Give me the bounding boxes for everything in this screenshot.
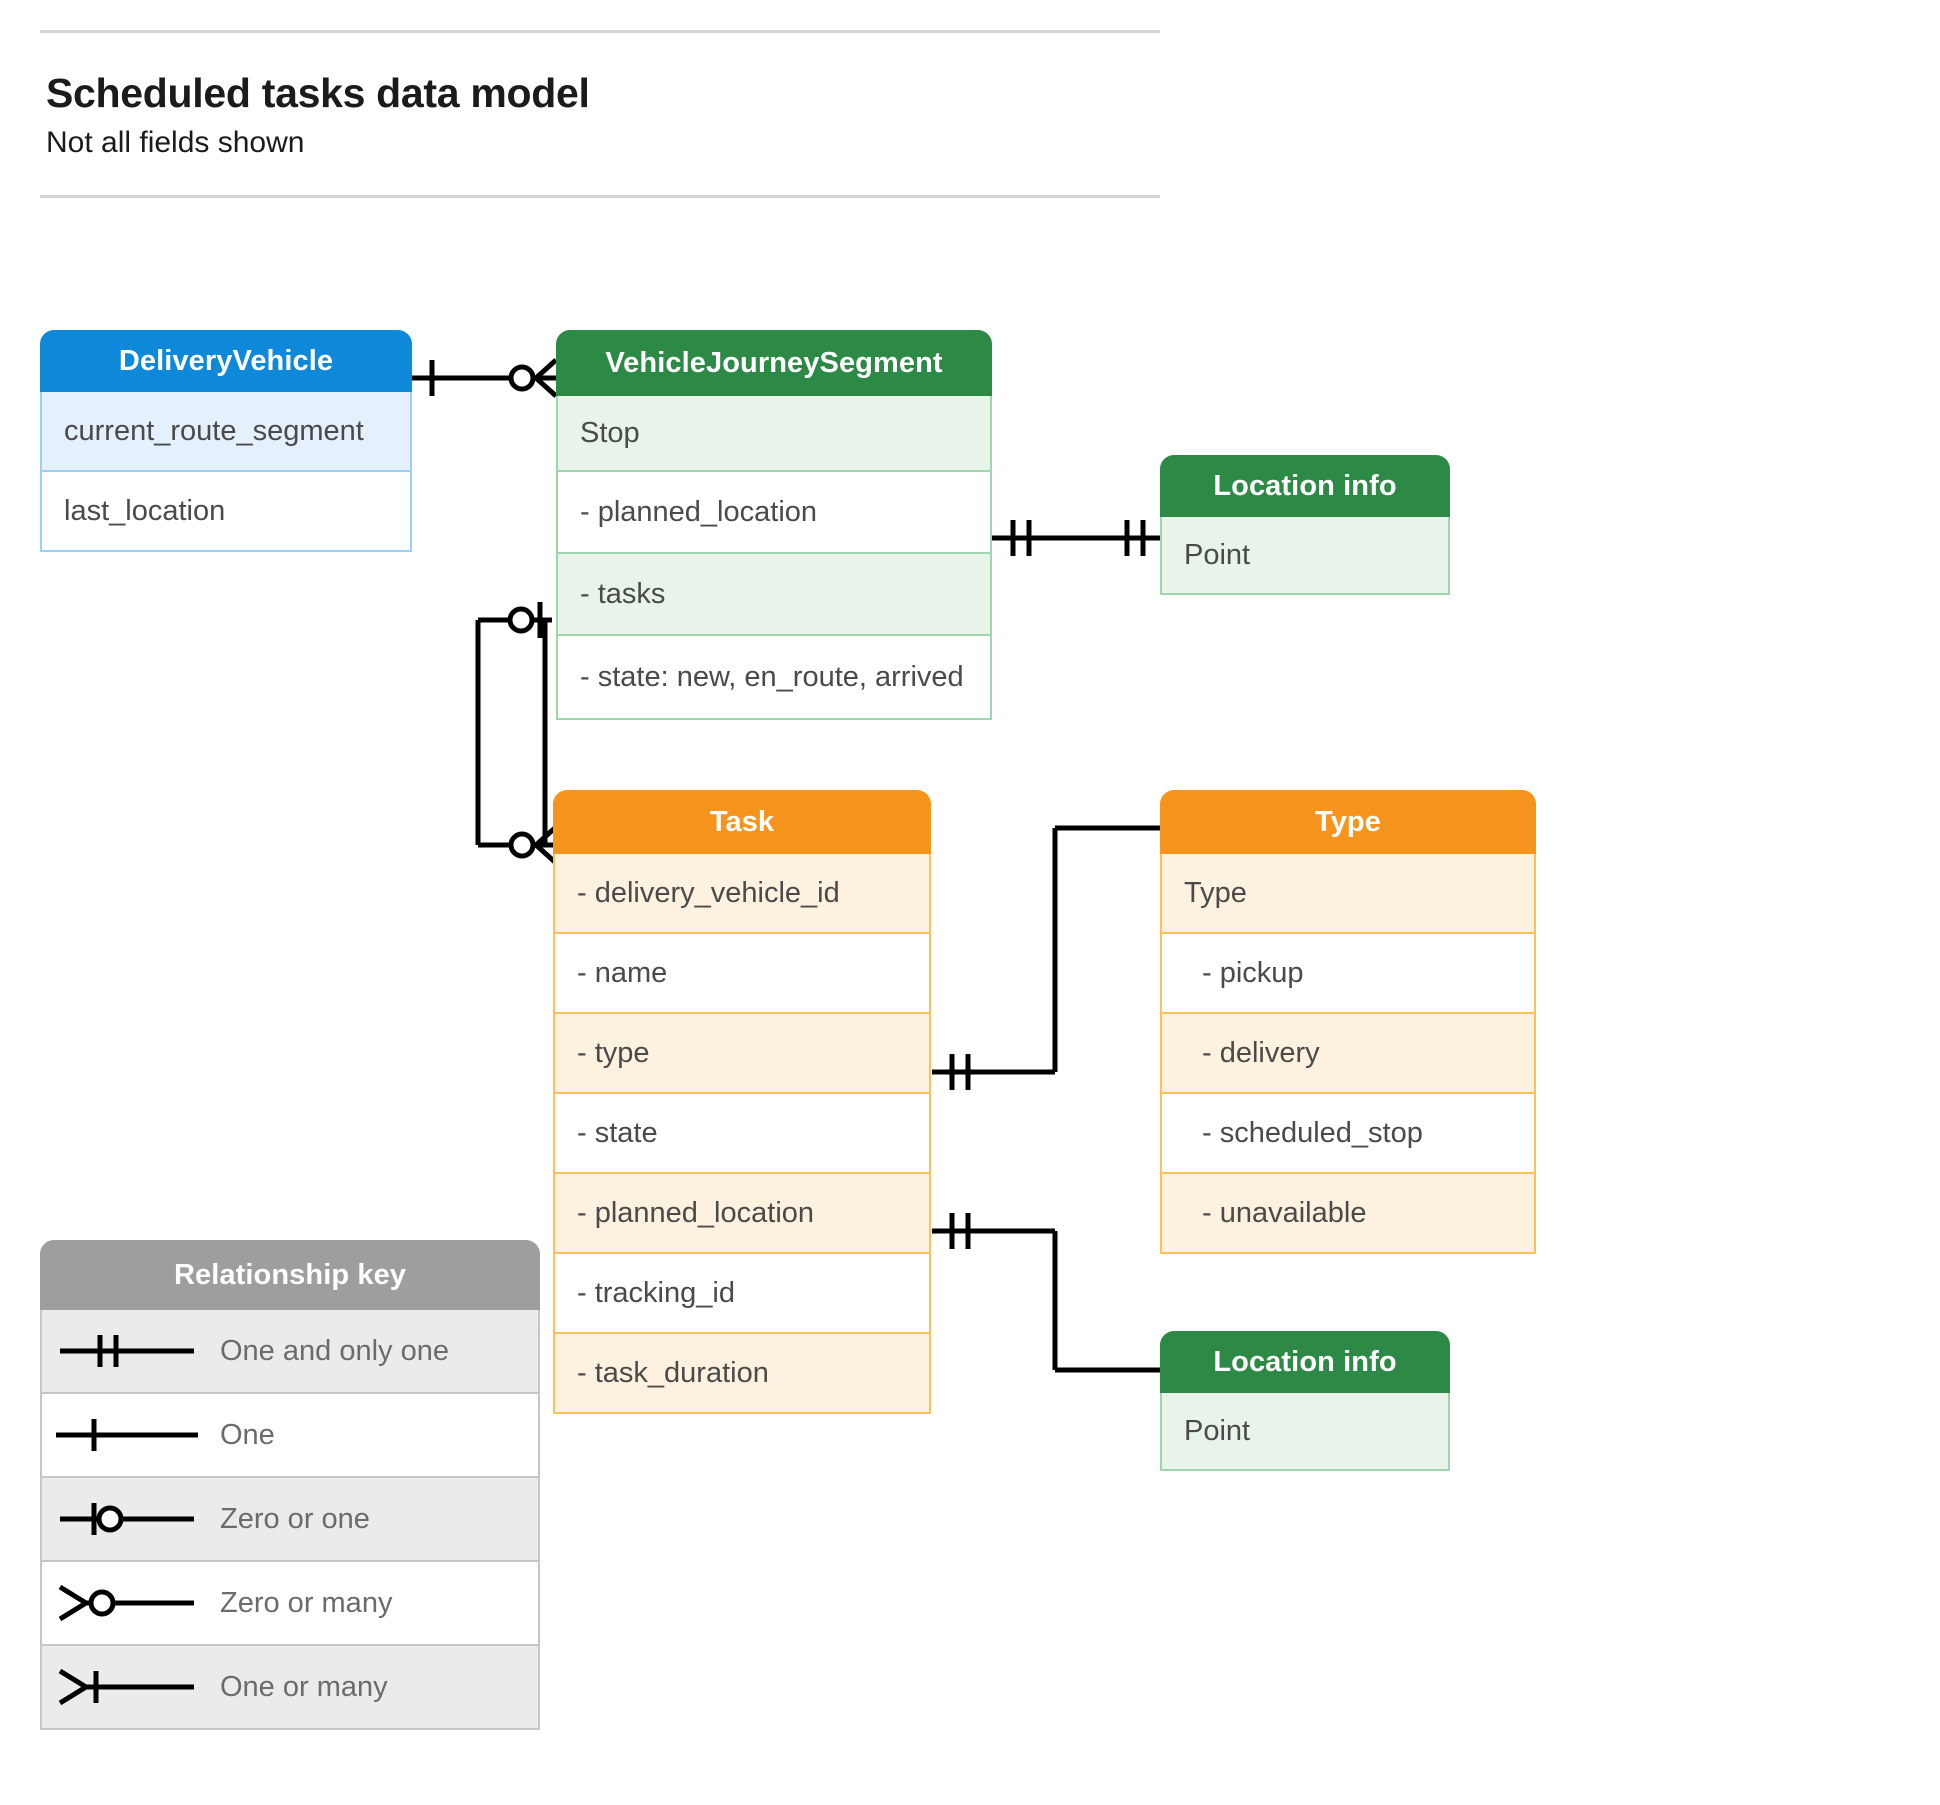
zero-or-many-icon xyxy=(42,1581,212,1625)
header-rule-top xyxy=(40,30,1160,33)
symbol-zeroormany-circle-task xyxy=(508,831,536,859)
entity-location-info-top[interactable]: Location info Point xyxy=(1160,455,1450,595)
legend-row-one: One xyxy=(40,1394,540,1478)
task-row-task-duration: - task_duration xyxy=(553,1334,931,1414)
entity-type[interactable]: Type Type - pickup - delivery - schedule… xyxy=(1160,790,1536,1254)
header-rule-bottom xyxy=(40,195,1160,199)
legend-label-zero-or-many: Zero or many xyxy=(220,1586,393,1619)
delivery-vehicle-row-1: last_location xyxy=(40,472,412,552)
task-row-name: - name xyxy=(553,934,931,1014)
legend-row-one-and-only-one: One and only one xyxy=(40,1310,540,1394)
legend-relationship-key[interactable]: Relationship key One and only one xyxy=(40,1240,540,1730)
vehicle-journey-segment-header: VehicleJourneySegment xyxy=(556,330,992,396)
type-row-unavailable: - unavailable xyxy=(1160,1174,1536,1254)
zero-or-one-icon xyxy=(42,1497,212,1541)
vjs-row-state: - state: new, en_route, arrived xyxy=(556,636,992,720)
one-icon xyxy=(42,1413,212,1457)
page-subtitle: Not all fields shown xyxy=(46,126,305,160)
legend-row-one-or-many: One or many xyxy=(40,1646,540,1730)
legend-row-zero-or-one: Zero or one xyxy=(40,1478,540,1562)
location-info-bottom-header: Location info xyxy=(1160,1331,1450,1393)
location-info-bottom-row-point: Point xyxy=(1160,1393,1450,1471)
entity-vehicle-journey-segment[interactable]: VehicleJourneySegment Stop - planned_loc… xyxy=(556,330,992,720)
location-info-top-header: Location info xyxy=(1160,455,1450,517)
type-row-delivery: - delivery xyxy=(1160,1014,1536,1094)
task-header: Task xyxy=(553,790,931,854)
location-info-top-row-point: Point xyxy=(1160,517,1450,595)
task-row-planned-location: - planned_location xyxy=(553,1174,931,1254)
delivery-vehicle-header: DeliveryVehicle xyxy=(40,330,412,392)
symbol-zeroormany-circle-vjs xyxy=(508,364,536,392)
type-header: Type xyxy=(1160,790,1536,854)
document-header: Scheduled tasks data model Not all field… xyxy=(40,30,1160,199)
page-title: Scheduled tasks data model xyxy=(46,70,590,116)
task-row-type: - type xyxy=(553,1014,931,1094)
type-row-type: Type xyxy=(1160,854,1536,934)
task-row-state: - state xyxy=(553,1094,931,1174)
legend-row-zero-or-many: Zero or many xyxy=(40,1562,540,1646)
legend-label-one: One xyxy=(220,1418,275,1451)
vjs-row-tasks: - tasks xyxy=(556,554,992,636)
entity-location-info-bottom[interactable]: Location info Point xyxy=(1160,1331,1450,1471)
legend-label-one-or-many: One or many xyxy=(220,1670,388,1703)
connector-vjs-tasks-task xyxy=(542,617,548,848)
task-row-tracking-id: - tracking_id xyxy=(553,1254,931,1334)
legend-label-zero-or-one: Zero or one xyxy=(220,1502,370,1535)
one-or-many-icon xyxy=(42,1665,212,1709)
task-row-delivery-vehicle-id: - delivery_vehicle_id xyxy=(553,854,931,934)
legend-label-one-and-only-one: One and only one xyxy=(220,1334,449,1367)
legend-header: Relationship key xyxy=(40,1240,540,1310)
type-row-pickup: - pickup xyxy=(1160,934,1536,1014)
vjs-row-planned-location: - planned_location xyxy=(556,472,992,554)
entity-delivery-vehicle[interactable]: DeliveryVehicle current_route_segment la… xyxy=(40,330,412,552)
symbol-zeroorone-circle-tasks xyxy=(507,606,535,634)
entity-task[interactable]: Task - delivery_vehicle_id - name - type… xyxy=(553,790,931,1414)
delivery-vehicle-row-0: current_route_segment xyxy=(40,392,412,472)
one-and-only-one-icon xyxy=(42,1329,212,1373)
vjs-row-stop: Stop xyxy=(556,396,992,472)
symbol-crowsfoot-vjs xyxy=(532,358,558,398)
type-row-scheduled-stop: - scheduled_stop xyxy=(1160,1094,1536,1174)
